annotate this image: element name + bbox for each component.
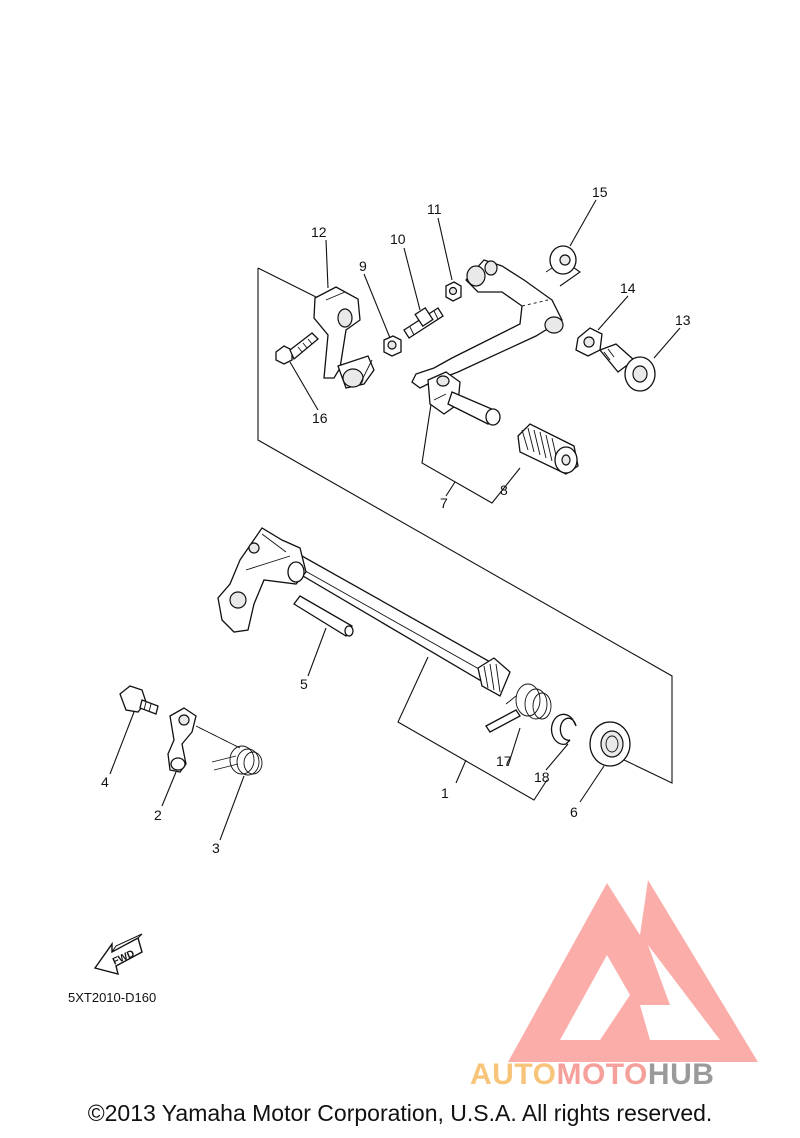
callout-3: 3 xyxy=(212,840,220,856)
callout-labels: 1 2 3 4 5 6 7 8 9 10 11 12 13 14 15 16 1… xyxy=(101,184,691,856)
callout-18: 18 xyxy=(534,769,550,785)
callout-1: 1 xyxy=(441,785,449,801)
callout-5: 5 xyxy=(300,676,308,692)
bracket-7-8 xyxy=(421,397,521,504)
part-10-rod xyxy=(403,306,444,339)
part-6-oil-seal xyxy=(589,721,631,767)
copyright-text: ©2013 Yamaha Motor Corporation, U.S.A. A… xyxy=(87,1100,713,1126)
callout-9: 9 xyxy=(359,258,367,274)
callout-6: 6 xyxy=(570,804,578,820)
part-16-bolt xyxy=(275,332,319,365)
part-5-pin xyxy=(293,595,354,637)
part-4-bolt xyxy=(119,685,159,715)
part-13-pivot-bolt xyxy=(598,343,656,392)
leader-lines xyxy=(109,199,681,841)
part-14-collar xyxy=(575,327,603,357)
callout-16: 16 xyxy=(312,410,328,426)
callout-7: 7 xyxy=(440,495,448,511)
callout-2: 2 xyxy=(154,807,162,823)
part-1-shift-shaft xyxy=(217,527,511,697)
part-12-shift-arm xyxy=(313,286,375,389)
watermark-brand: AUTOMOTOHUB xyxy=(470,1058,800,1092)
callout-11: 11 xyxy=(427,201,442,217)
drawing-code: 5XT2010-D160 xyxy=(68,990,156,1005)
callout-10: 10 xyxy=(390,231,406,247)
part-18-circlip xyxy=(550,713,577,745)
callout-17: 17 xyxy=(496,753,512,769)
brand-moto: MOTO xyxy=(556,1058,648,1091)
callout-13: 13 xyxy=(675,312,691,328)
part-7-shift-pedal xyxy=(411,259,564,426)
bracket-1-17-18 xyxy=(397,656,548,801)
part-9-nut xyxy=(383,335,402,357)
watermark-logo-icon xyxy=(508,880,758,1062)
part-11-nut xyxy=(445,281,462,302)
fwd-arrow-icon: FWD xyxy=(93,933,143,975)
part-17-spring xyxy=(485,683,552,733)
assembly-outline xyxy=(257,257,673,784)
part-15-washer xyxy=(545,245,577,275)
brand-hub: HUB xyxy=(647,1058,715,1091)
callout-15: 15 xyxy=(592,184,608,200)
brand-auto: AUTO xyxy=(470,1058,557,1091)
callout-8: 8 xyxy=(500,482,508,498)
callout-4: 4 xyxy=(101,774,109,790)
part-3-spring xyxy=(195,725,263,776)
part-8-peg-rubber xyxy=(517,423,579,475)
callout-12: 12 xyxy=(311,224,327,240)
part-2-stopper-lever xyxy=(167,707,197,773)
callout-14: 14 xyxy=(620,280,636,296)
